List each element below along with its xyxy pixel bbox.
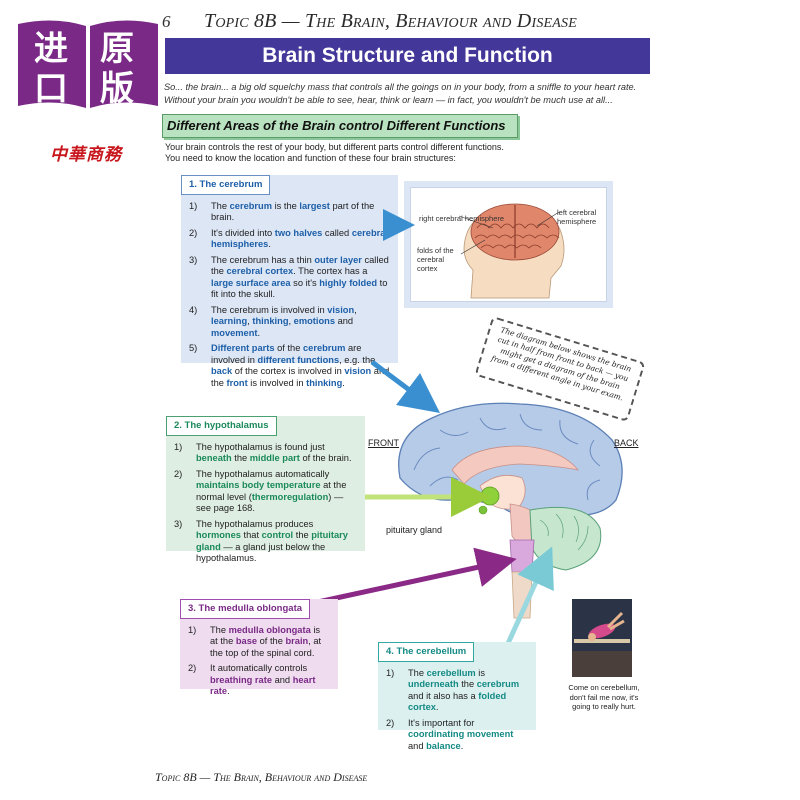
arrow-medulla — [303, 547, 517, 608]
item-number: 2) — [386, 717, 395, 728]
page-footer: Topic 8B — The Brain, Behaviour and Dise… — [155, 770, 367, 785]
logo-char-2: 原 — [100, 29, 134, 69]
page-title: Brain Structure and Function — [262, 44, 553, 67]
item-number: 2) — [174, 468, 183, 479]
page-number: 6 — [162, 12, 171, 31]
title-bar: Brain Structure and Function — [165, 38, 650, 74]
lead-line-2: You need to know the location and functi… — [165, 153, 456, 163]
publisher-logo: 进 原 口 版 — [14, 16, 162, 112]
intro-text: So... the brain... a big old squelchy ma… — [164, 81, 664, 107]
section-heading-bar: Different Areas of the Brain control Dif… — [162, 114, 518, 138]
item-number: 1) — [174, 441, 183, 452]
item-number: 4) — [189, 304, 198, 315]
publisher-subtitle: 中華商務 — [50, 145, 122, 165]
cerebrum-heading: 1. The cerebrum — [181, 175, 271, 195]
lead-line-1: Your brain controls the rest of your bod… — [165, 142, 504, 152]
medulla-heading: 3. The medulla oblongata — [180, 599, 311, 619]
item-text: The medulla oblongata is at the base of … — [210, 624, 322, 658]
item-number: 3) — [174, 518, 183, 529]
item-text: The cerebrum is involved in vision, lear… — [211, 304, 357, 338]
item-number: 1) — [386, 667, 395, 678]
intro-line-2: Without your brain you wouldn't be able … — [164, 95, 613, 105]
list-item: 1) The cerebellum is underneath the cereb… — [386, 668, 528, 714]
label-pituitary-gland: pituitary gland — [386, 525, 443, 535]
item-number: 5) — [189, 343, 198, 353]
item-text: The cerebrum has a thin outer layer call… — [211, 254, 389, 300]
item-text: The hypothalamus automatically maintains… — [196, 468, 347, 514]
item-text: The cerebellum is underneath the cerebru… — [408, 667, 520, 713]
cerebellum-list: 1) The cerebellum is underneath the cereb… — [378, 668, 536, 753]
cerebellum-heading: 4. The cerebellum — [378, 642, 475, 662]
item-number: 2) — [189, 227, 198, 238]
arrow-cerebellum — [502, 546, 554, 652]
list-item: 1) The cerebrum is the largest part of th… — [189, 201, 390, 224]
list-item: 3) The cerebrum has a thin outer layer ca… — [189, 255, 390, 301]
item-number: 2) — [188, 663, 197, 673]
list-item: 1) The hypothalamus is found just beneath… — [174, 442, 357, 465]
item-text: The hypothalamus is found just beneath t… — [196, 441, 352, 464]
label-back: BACK — [614, 438, 639, 448]
list-item: 3) The hypothalamus produces hormones tha… — [174, 519, 357, 565]
list-item: 1) The medulla oblongata is at the base o… — [188, 625, 330, 660]
section-heading: Different Areas of the Brain control Dif… — [167, 118, 506, 133]
item-text: It's important for coordinating movement… — [408, 717, 514, 751]
label-right-hemisphere: right cerebral hemisphere — [419, 214, 505, 223]
topic-header: Topic 8B — The Brain, Behaviour and Dise… — [204, 10, 577, 33]
logo-char-3: 口 — [34, 69, 68, 109]
brain-cross-section — [398, 402, 623, 619]
footer-text: Topic 8B — The Brain, Behaviour and Dise… — [155, 770, 368, 784]
item-number: 3) — [189, 254, 198, 265]
logo-char-1: 进 — [34, 29, 68, 69]
list-item: 4) The cerebrum is involved in vision, le… — [189, 305, 390, 340]
intro-line-1: So... the brain... a big old squelchy ma… — [164, 82, 637, 92]
arrow-cerebrum — [370, 360, 440, 413]
topic-header-text: Topic 8B — The Brain, Behaviour and Dise… — [204, 10, 577, 32]
medulla-box: 3. The medulla oblongata 1) The medulla o… — [180, 599, 338, 696]
hypothalamus-box: 2. The hypothalamus 1) The hypothalamus i… — [166, 416, 365, 563]
photo-caption: Come on cerebellum, don't fail me now, i… — [568, 683, 640, 711]
label-left-hemisphere: left cerebral hemisphere — [557, 208, 597, 226]
label-cortex-folds: folds of the cerebral cortex — [417, 246, 454, 273]
medulla-list: 1) The medulla oblongata is at the base o… — [180, 625, 338, 698]
cerebellum-box: 4. The cerebellum 1) The cerebellum is un… — [378, 642, 536, 751]
cerebrum-list: 1) The cerebrum is the largest part of th… — [181, 201, 398, 390]
item-text: The cerebrum is the largest part of the … — [211, 200, 375, 223]
list-item: 2) It's divided into two halves called ce… — [189, 228, 390, 251]
head-diagram: right cerebral hemisphere left cerebral … — [410, 187, 607, 302]
cerebrum-box: 1. The cerebrum 1) The cerebrum is the la… — [181, 175, 398, 388]
logo-char-4: 版 — [100, 69, 134, 109]
item-number: 1) — [189, 200, 198, 211]
hypothalamus-list: 1) The hypothalamus is found just beneath… — [166, 442, 365, 565]
list-item: 2) It automatically controls breathing ra… — [188, 663, 330, 698]
item-text: The hypothalamus produces hormones that … — [196, 518, 348, 564]
list-item: 2) It's important for coordinating moveme… — [386, 718, 528, 753]
item-text: It automatically controls breathing rate… — [210, 663, 316, 696]
label-front: FRONT — [368, 438, 399, 448]
list-item: 2) The hypothalamus automatically maintai… — [174, 469, 357, 515]
hypothalamus-heading: 2. The hypothalamus — [166, 416, 277, 436]
item-number: 1) — [188, 624, 197, 635]
gymnast-photo — [572, 599, 632, 677]
item-text: It's divided into two halves called cere… — [211, 227, 388, 250]
